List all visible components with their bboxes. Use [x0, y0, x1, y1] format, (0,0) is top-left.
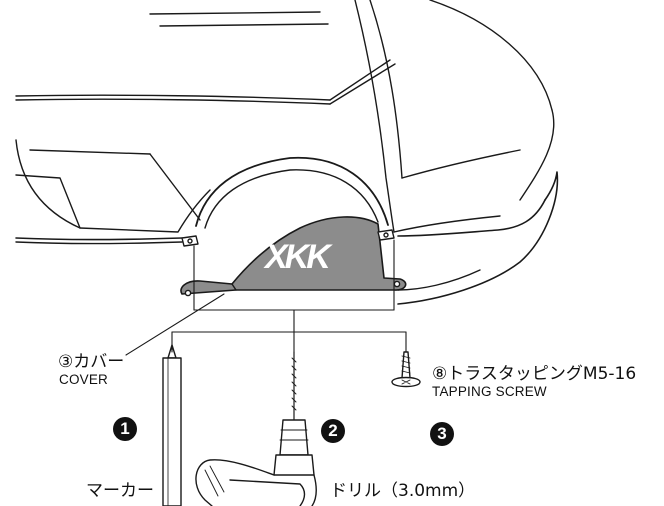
cover-logo: XKK	[263, 238, 333, 276]
tapping-screw	[391, 351, 421, 388]
drill-tool	[195, 351, 317, 506]
cover-label-ja: ③カバー	[58, 352, 125, 372]
screw-label-ja: ⑧トラスタッピングM5-16	[432, 364, 637, 384]
cover-label-en: COVER	[59, 372, 109, 387]
cover-part: XKK	[180, 216, 407, 297]
tool-number-1: 1	[113, 417, 137, 441]
marker-label: マーカー	[86, 481, 154, 501]
tool-number-2: 2	[321, 419, 345, 443]
tool-number-3: 3	[430, 422, 454, 446]
guide-lines	[125, 239, 407, 356]
marker-tool	[162, 344, 182, 506]
screw-label-en: TAPPING SCREW	[432, 384, 547, 399]
car-body	[15, 0, 559, 305]
drill-label: ドリル（3.0mm）	[330, 481, 476, 501]
